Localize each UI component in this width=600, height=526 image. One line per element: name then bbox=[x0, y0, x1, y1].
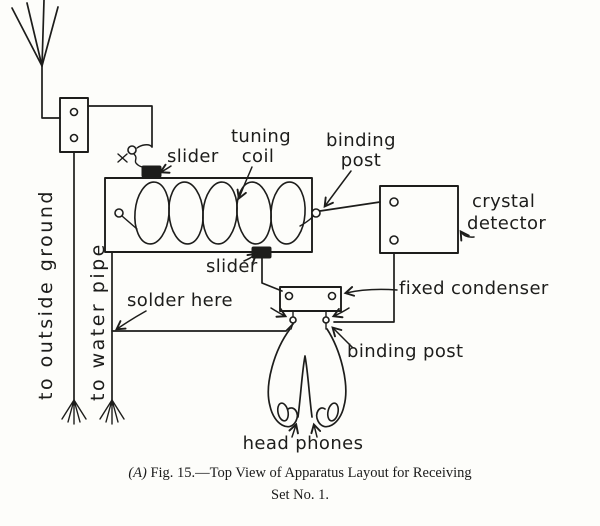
pointer-arrow-icon bbox=[236, 166, 253, 201]
caption-text: Fig. 15.—Top View of Apparatus Layout fo… bbox=[150, 465, 472, 481]
earpiece-opening bbox=[326, 402, 340, 422]
headphones-icon bbox=[267, 322, 347, 428]
binding-post-terminal bbox=[69, 133, 79, 143]
earth-ground-icon bbox=[61, 399, 87, 425]
label-binding-post-top: post bbox=[341, 150, 381, 171]
label-crystal-detector: crystal bbox=[472, 191, 535, 212]
headphone-left-lobe bbox=[267, 328, 299, 428]
earth-ground-icon bbox=[99, 399, 125, 425]
coil-turn bbox=[202, 181, 238, 245]
lead-in-block bbox=[59, 97, 89, 153]
coil-to-detector-wire bbox=[319, 201, 381, 212]
label-tuning-coil: tuning bbox=[231, 126, 291, 147]
antenna-wire bbox=[41, 0, 45, 67]
coil-turn bbox=[236, 181, 272, 245]
detector-to-phones-wire bbox=[333, 252, 395, 323]
crystal-detector-unit bbox=[319, 185, 459, 323]
antenna-wire bbox=[11, 7, 43, 67]
binding-post-terminal bbox=[114, 208, 124, 218]
antenna-lead-in-wire bbox=[41, 65, 61, 119]
pointer-arrow-icon bbox=[288, 422, 299, 438]
coil-lead bbox=[121, 215, 138, 230]
label-solder-here: solder here bbox=[127, 290, 233, 311]
tick-mark-icon bbox=[117, 153, 128, 163]
label-binding-post-bottom: binding post bbox=[347, 341, 464, 362]
antenna-wire bbox=[41, 6, 59, 67]
pointer-arrow-icon bbox=[310, 422, 322, 438]
pointer-arrow-icon bbox=[270, 307, 288, 318]
label-head-phones: head phones bbox=[243, 433, 364, 454]
tuning-coil-base bbox=[104, 177, 313, 253]
binding-post-terminal bbox=[327, 291, 337, 301]
pointer-arrow-icon bbox=[114, 310, 147, 331]
pointer-arrow-icon bbox=[343, 286, 398, 297]
coil-turn bbox=[134, 181, 170, 245]
label-fixed-condenser: fixed condenser bbox=[399, 278, 549, 299]
pigtail-curl bbox=[136, 144, 153, 149]
binding-post-terminal bbox=[284, 291, 294, 301]
antenna-icon bbox=[11, 0, 61, 119]
pointer-arrow-icon bbox=[459, 229, 475, 242]
headphone-cleft bbox=[297, 355, 313, 418]
binding-post-terminal bbox=[289, 316, 297, 324]
pointer-arrow-icon bbox=[323, 170, 352, 209]
wire bbox=[87, 105, 153, 148]
caption-line-2: Set No. 1. bbox=[271, 486, 329, 503]
label-binding-post-top: binding bbox=[326, 130, 396, 151]
tuning-coil-unit bbox=[104, 165, 321, 259]
post-stub bbox=[292, 310, 327, 318]
receiving-set-diagram: to outside ground to water pipe slider t… bbox=[11, 0, 549, 454]
pigtail-eyelet bbox=[127, 145, 137, 155]
pointer-arrow-icon bbox=[158, 163, 172, 174]
caption-marker: (A) bbox=[128, 465, 147, 481]
slider-top-block bbox=[141, 165, 162, 178]
binding-post-terminal bbox=[389, 197, 399, 207]
binding-post-terminal bbox=[389, 235, 399, 245]
headphone-right-lobe bbox=[315, 328, 347, 428]
water-pipe-run bbox=[99, 251, 125, 425]
label-to-water-pipe: to water pipe bbox=[87, 242, 109, 401]
pointer-arrow-icon bbox=[331, 307, 350, 319]
caption-line-1: (A) Fig. 15.—Top View of Apparatus Layou… bbox=[0, 463, 600, 485]
binding-post-terminal bbox=[69, 107, 79, 117]
label-slider-bottom: slider bbox=[206, 256, 258, 277]
antenna-to-slider-wire bbox=[87, 105, 153, 169]
label-tuning-coil: coil bbox=[242, 146, 275, 167]
earpiece-opening bbox=[276, 402, 290, 422]
ground-return-wire bbox=[111, 323, 294, 332]
coil-turn bbox=[270, 181, 306, 245]
pointer-arrow-icon bbox=[331, 326, 354, 349]
coil-turn bbox=[168, 181, 204, 245]
diagram-labels: to outside ground to water pipe slider t… bbox=[35, 126, 549, 454]
slider-to-condenser-wire bbox=[261, 257, 283, 292]
pointer-arrow-icon bbox=[243, 252, 258, 264]
binding-post-terminal bbox=[322, 316, 330, 324]
lead-in-block-body bbox=[59, 97, 89, 153]
figure-caption: (A) Fig. 15.—Top View of Apparatus Layou… bbox=[0, 463, 600, 507]
fixed-condenser-unit bbox=[270, 286, 350, 324]
label-slider-top: slider bbox=[167, 146, 219, 167]
binding-post-terminal bbox=[311, 208, 321, 218]
fixed-condenser-body bbox=[279, 286, 342, 312]
crystal-detector-body bbox=[379, 185, 459, 254]
label-crystal-detector: detector bbox=[467, 213, 546, 234]
phone-cord bbox=[290, 322, 327, 330]
outside-ground-run bbox=[61, 151, 87, 425]
antenna-wire bbox=[26, 2, 43, 67]
label-to-outside-ground: to outside ground bbox=[35, 189, 57, 400]
